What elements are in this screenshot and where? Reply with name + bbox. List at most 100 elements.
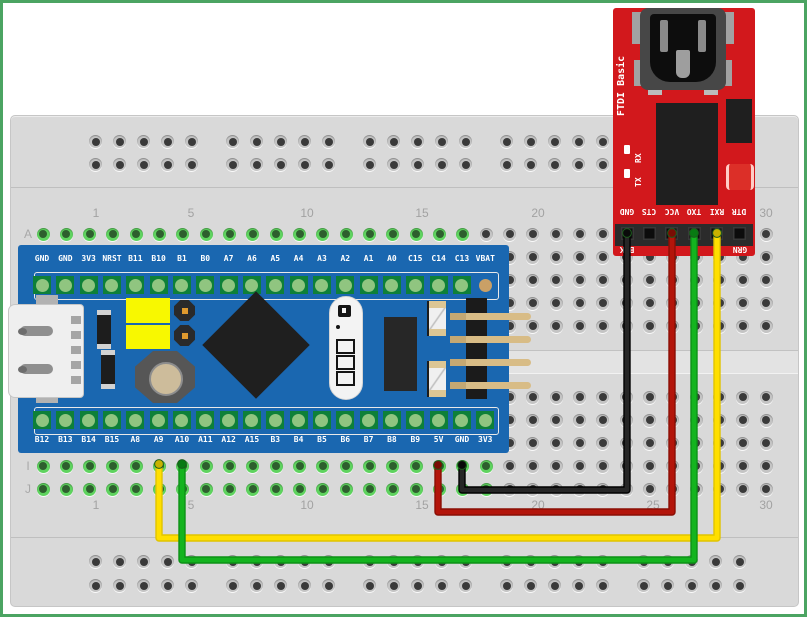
power-rail-hole	[500, 158, 513, 171]
stm32-pin-b15	[102, 411, 121, 429]
stm32-pin-label: A10	[174, 435, 190, 444]
power-rail-hole	[250, 579, 263, 592]
stm32-pin-label: 5V	[433, 435, 444, 444]
breadboard-hole	[549, 413, 563, 427]
breadboard-hole	[293, 482, 307, 496]
power-rail-hole	[250, 158, 263, 171]
breadboard-hole	[713, 296, 727, 310]
power-rail-hole	[387, 158, 400, 171]
stm32-pin-b8	[382, 411, 401, 429]
breadboard-hole	[759, 296, 773, 310]
breadboard-hole	[619, 296, 633, 310]
stm32-pin-label: A12	[221, 435, 236, 444]
power-rail-hole	[524, 579, 537, 592]
breadboard-hole	[596, 482, 610, 496]
breadboard-hole	[129, 459, 143, 473]
power-rail-hole	[89, 579, 102, 592]
breadboard-hole	[666, 482, 680, 496]
breadboard-hole	[666, 273, 680, 287]
breadboard-hole	[619, 273, 633, 287]
breadboard-hole	[526, 482, 540, 496]
breadboard-hole	[549, 250, 563, 264]
power-rail-hole	[226, 555, 239, 568]
breadboard-hole	[386, 482, 400, 496]
row-letter: I	[26, 459, 30, 473]
stm32-pin-b7	[359, 411, 378, 429]
stm32-pin-label: B11	[128, 254, 143, 263]
power-rail-hole	[459, 579, 472, 592]
power-rail-hole	[250, 135, 263, 148]
stm32-pin-3v3	[79, 276, 98, 294]
power-rail-hole	[411, 135, 424, 148]
breadboard-hole	[223, 227, 237, 241]
power-rail-hole	[685, 555, 698, 568]
breadboard-hole	[713, 413, 727, 427]
breadboard-hole	[759, 482, 773, 496]
power-rail-hole	[596, 579, 609, 592]
breadboard-hole	[386, 459, 400, 473]
breadboard-hole	[596, 250, 610, 264]
breadboard-hole	[503, 459, 517, 473]
ftdi-pin-dtr	[732, 227, 746, 240]
breadboard-hole	[689, 319, 703, 333]
power-rail-hole	[250, 555, 263, 568]
stm32-pin-b14	[79, 411, 98, 429]
breadboard-hole	[713, 319, 727, 333]
breadboard-hole	[596, 319, 610, 333]
power-rail-hole	[596, 555, 609, 568]
stm32-pin-b5	[312, 411, 331, 429]
breadboard-hole	[643, 319, 657, 333]
breadboard-hole	[643, 482, 657, 496]
breadboard-hole	[549, 296, 563, 310]
power-rail-hole	[661, 579, 674, 592]
stm32-pin-label: C14	[431, 254, 446, 263]
breadboard-hole	[503, 227, 517, 241]
breadboard-hole	[526, 413, 540, 427]
breadboard-hole	[106, 227, 120, 241]
column-number: 20	[531, 498, 545, 512]
stm32-pin-label: B15	[104, 435, 120, 444]
power-rail-hole	[137, 158, 150, 171]
power-rail-hole	[274, 158, 287, 171]
stm32-pin-gnd	[452, 411, 471, 429]
power-rail-hole	[572, 158, 585, 171]
power-rail-hole	[548, 579, 561, 592]
breadboard-hole	[129, 227, 143, 241]
smd-component	[726, 99, 752, 143]
stm32-pin-a15	[242, 411, 261, 429]
stm32-pin-label: A6	[247, 254, 257, 263]
breadboard-hole	[199, 459, 213, 473]
breadboard-hole	[479, 459, 493, 473]
stm32-pin-nrst	[102, 276, 121, 294]
breadboard-hole	[246, 227, 260, 241]
stm32-pin-b6	[336, 411, 355, 429]
component-outline	[726, 164, 754, 190]
column-number: 5	[187, 498, 195, 512]
power-rail-hole	[137, 579, 150, 592]
power-rail-hole	[274, 135, 287, 148]
power-rail-hole	[274, 555, 287, 568]
power-rail-hole	[298, 158, 311, 171]
breadboard-hole	[549, 459, 563, 473]
breadboard-hole	[759, 413, 773, 427]
breadboard-hole	[549, 436, 563, 450]
power-rail-hole	[411, 158, 424, 171]
power-rail-hole	[226, 579, 239, 592]
power-rail-hole	[185, 579, 198, 592]
stm32-pin-label: B6	[340, 435, 351, 444]
power-rail-hole	[137, 555, 150, 568]
breadboard-hole	[596, 459, 610, 473]
power-rail-hole	[89, 135, 102, 148]
breadboard-hole	[619, 436, 633, 450]
breadboard-hole	[736, 273, 750, 287]
breadboard-hole	[573, 273, 587, 287]
power-rail-hole	[161, 135, 174, 148]
breadboard-hole	[526, 319, 540, 333]
breadboard-hole	[526, 436, 540, 450]
power-rail-hole	[298, 579, 311, 592]
breadboard-hole	[386, 227, 400, 241]
stm32-pin-gnd	[33, 276, 51, 294]
breadboard-hole	[549, 390, 563, 404]
